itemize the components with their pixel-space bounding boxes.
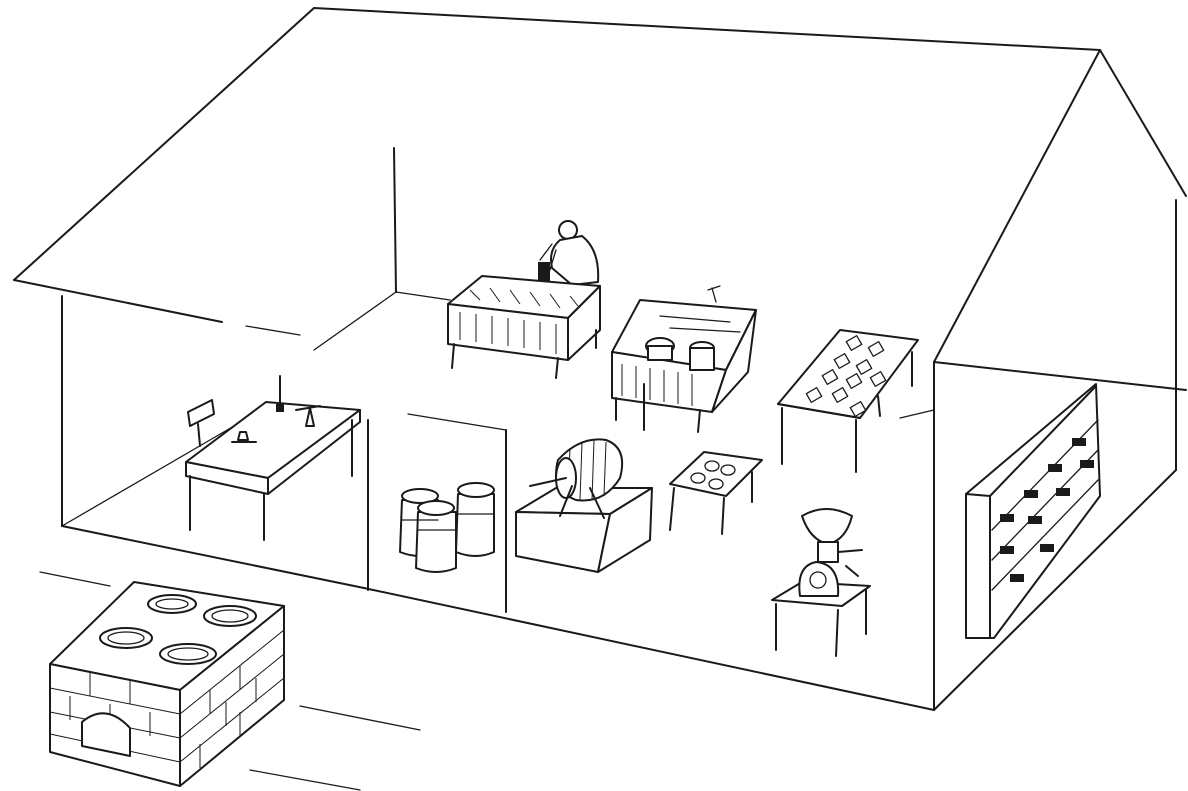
back-floor-left <box>314 292 396 350</box>
roof-front-edge <box>14 280 222 322</box>
separator-icon <box>772 509 870 656</box>
roof-right-slope <box>934 50 1100 362</box>
churn-icon <box>516 439 652 572</box>
ground-mark-1 <box>40 572 110 586</box>
back-wall-corner <box>394 148 396 292</box>
roof-line <box>14 8 1186 280</box>
partition-top <box>408 414 506 430</box>
right-interior-line <box>900 410 934 418</box>
vat-icon <box>448 276 600 378</box>
ground-mark-2 <box>300 706 420 730</box>
table-icon <box>778 330 918 472</box>
stove-icon <box>50 582 284 786</box>
front-floor-edge <box>364 588 934 710</box>
right-gable-eave <box>934 362 1186 390</box>
table-icon-lab <box>186 376 360 540</box>
table-icon-small <box>670 452 762 534</box>
roof-front-edge-dash <box>246 326 300 335</box>
shelf-icon <box>966 384 1100 638</box>
left-floor-edge <box>62 526 364 588</box>
back-floor-right <box>396 292 450 300</box>
vat-icon-2 <box>612 286 756 432</box>
milk-can-icon <box>400 483 494 572</box>
ground-mark-3 <box>250 770 360 790</box>
